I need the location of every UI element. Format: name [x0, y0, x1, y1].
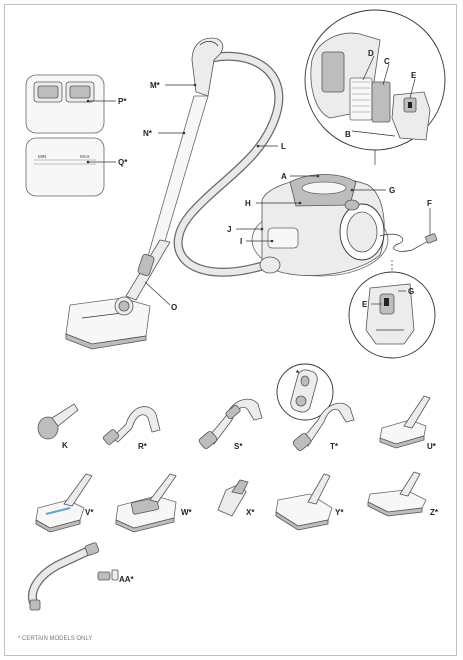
callout-i: I [240, 237, 242, 246]
filter-detail-circle [304, 9, 446, 151]
accessory-label-x: X* [246, 508, 255, 517]
accessory-label-v: V* [85, 508, 94, 517]
accessory-aa [28, 542, 119, 611]
accessory-label-r: R* [138, 442, 148, 451]
vacuum-body [251, 174, 389, 277]
telescopic-tube-n [125, 95, 209, 301]
callout-n: N* [143, 129, 153, 138]
handle-m [191, 37, 224, 97]
callout-d: D [368, 49, 374, 58]
accessory-t [276, 363, 355, 451]
accessory-r [102, 406, 161, 445]
callout-a: A [281, 172, 287, 181]
footnote: * CERTAIN MODELS ONLY [18, 636, 92, 642]
callout-g-detail: G [408, 287, 414, 296]
page-border [4, 4, 457, 656]
callout-e: E [411, 71, 417, 80]
accessory-k [37, 403, 79, 440]
accessory-y [275, 473, 333, 531]
callout-b: B [345, 130, 351, 139]
accessory-x [217, 479, 249, 517]
callout-o: O [171, 303, 177, 312]
dust-container-detail-circle [348, 258, 436, 359]
callout-g: G [389, 186, 395, 195]
accessory-w [115, 473, 177, 533]
callout-f: F [427, 199, 432, 208]
callout-e-detail: E [362, 300, 368, 309]
callout-m: M* [150, 81, 161, 90]
accessory-label-aa: AA* [119, 575, 135, 584]
accessory-label-z: Z* [430, 508, 439, 517]
accessory-label-t: T* [330, 442, 339, 451]
accessory-label-s: S* [234, 442, 243, 451]
handle-display-p [25, 74, 116, 134]
accessory-label-w: W* [181, 508, 193, 517]
plug-icon [425, 233, 438, 244]
callout-q: Q* [118, 158, 128, 167]
callout-j: J [227, 225, 231, 234]
accessory-s [198, 398, 263, 449]
accessory-label-u: U* [427, 442, 437, 451]
callout-p: P* [118, 97, 127, 106]
accessory-label-y: Y* [335, 508, 344, 517]
handle-display-q [25, 137, 116, 197]
callout-star: * [296, 369, 300, 378]
accessory-z [367, 471, 427, 517]
accessory-v [35, 473, 93, 533]
floor-nozzle [65, 296, 151, 350]
display-max-label: MAX [80, 154, 90, 159]
callout-h: H [245, 199, 251, 208]
callout-c: C [384, 57, 390, 66]
hose-l [173, 51, 284, 277]
accessory-u [379, 395, 431, 449]
callout-l: L [281, 142, 286, 151]
display-min-label: MIN [38, 154, 46, 159]
accessory-label-k: K [62, 441, 68, 450]
